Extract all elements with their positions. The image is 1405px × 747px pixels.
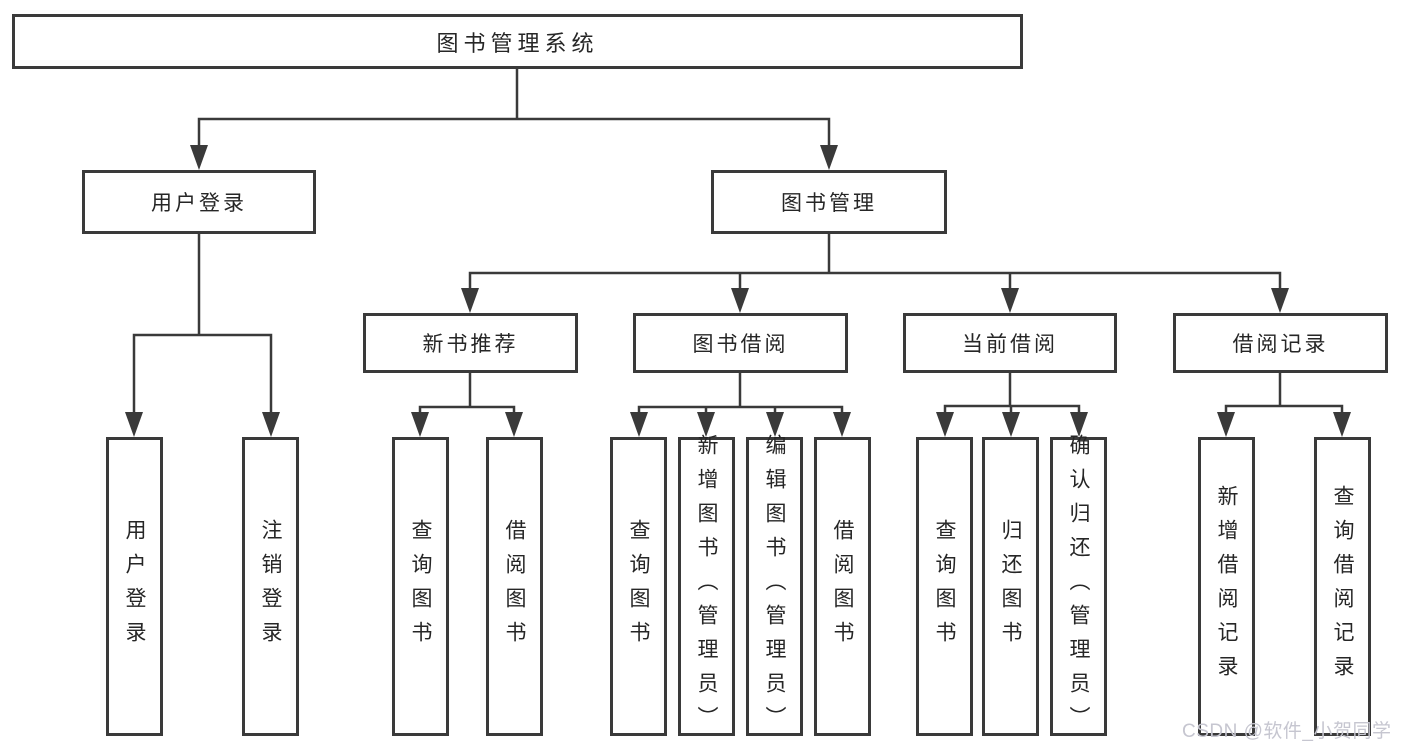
node-root: 图书管理系统 xyxy=(12,14,1023,69)
leaf-query-borrow-record: 查询借阅记录 xyxy=(1314,437,1371,736)
leaf-logout-label: 注销登录 xyxy=(259,518,282,655)
leaf-query-books-2: 查询图书 xyxy=(610,437,667,736)
leaf-edit-books-admin: 编辑图书（管理员） xyxy=(746,434,803,740)
node-root-label: 图书管理系统 xyxy=(436,30,599,56)
leaf-query-books-1-label: 查询图书 xyxy=(409,518,432,655)
leaf-query-books-1: 查询图书 xyxy=(392,437,449,736)
leaf-add-books-admin-label: 新增图书（管理员） xyxy=(695,433,718,740)
node-borrowing-records: 借阅记录 xyxy=(1173,313,1388,373)
node-new-book-recommend: 新书推荐 xyxy=(363,313,578,373)
leaf-return-books: 归还图书 xyxy=(982,437,1039,736)
leaf-confirm-return-admin: 确认归还（管理员） xyxy=(1050,434,1107,740)
node-current-borrowing: 当前借阅 xyxy=(903,313,1117,373)
leaf-borrow-books-1-label: 借阅图书 xyxy=(503,518,526,655)
node-book-borrowing: 图书借阅 xyxy=(633,313,848,373)
node-borrowing-records-label: 借阅记录 xyxy=(1232,333,1329,356)
node-new-book-recommend-label: 新书推荐 xyxy=(422,333,519,356)
leaf-user-login-label: 用户登录 xyxy=(123,518,146,655)
leaf-user-login: 用户登录 xyxy=(106,437,163,736)
leaf-add-borrow-record: 新增借阅记录 xyxy=(1198,437,1255,736)
leaf-query-books-3: 查询图书 xyxy=(916,437,973,736)
leaf-borrow-books-1: 借阅图书 xyxy=(486,437,543,736)
node-book-management-label: 图书管理 xyxy=(781,192,877,215)
leaf-edit-books-admin-label: 编辑图书（管理员） xyxy=(763,433,786,740)
node-book-management: 图书管理 xyxy=(711,170,947,234)
csdn-watermark: CSDN @软件_小贺同学 xyxy=(1182,721,1392,742)
node-current-borrowing-label: 当前借阅 xyxy=(962,333,1058,356)
leaf-add-borrow-record-label: 新增借阅记录 xyxy=(1215,484,1238,689)
arrow-down-icons xyxy=(125,145,1351,437)
leaf-borrow-books-2: 借阅图书 xyxy=(814,437,871,736)
node-user-login-label: 用户登录 xyxy=(151,192,247,215)
node-user-login: 用户登录 xyxy=(82,170,316,234)
leaf-logout: 注销登录 xyxy=(242,437,299,736)
node-book-borrowing-label: 图书借阅 xyxy=(692,333,789,356)
leaf-return-books-label: 归还图书 xyxy=(999,518,1022,655)
leaf-query-borrow-record-label: 查询借阅记录 xyxy=(1331,484,1354,689)
leaf-borrow-books-2-label: 借阅图书 xyxy=(831,518,854,655)
leaf-query-books-2-label: 查询图书 xyxy=(627,518,650,655)
leaf-query-books-3-label: 查询图书 xyxy=(933,518,956,655)
leaf-add-books-admin: 新增图书（管理员） xyxy=(678,434,735,740)
leaf-confirm-return-admin-label: 确认归还（管理员） xyxy=(1067,433,1090,740)
